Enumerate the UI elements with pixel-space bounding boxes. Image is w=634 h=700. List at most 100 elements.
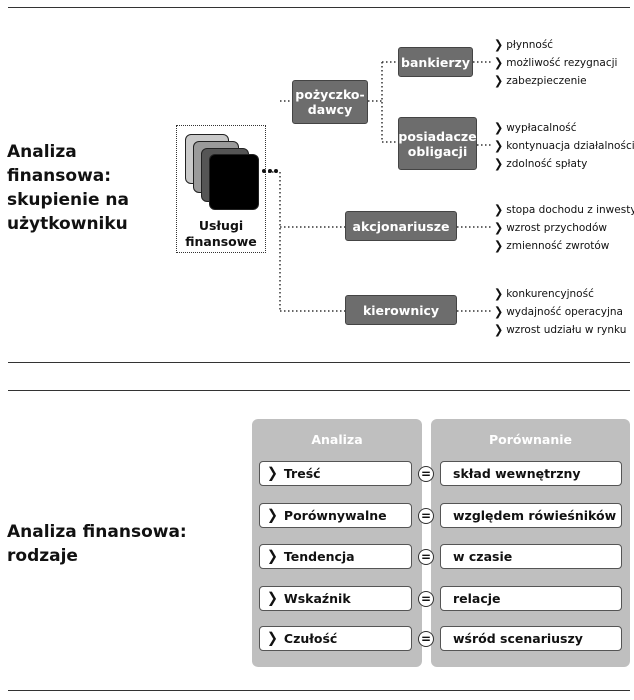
bullet-text: wzrost przychodów	[506, 222, 607, 234]
bullet-item: ❯zdolność spłaty	[494, 155, 634, 173]
node-bankierzy: bankierzy	[398, 47, 473, 77]
bullet-text: wydajność operacyjna	[506, 306, 623, 318]
bullet-text: płynność	[506, 39, 554, 51]
chevron-right-icon: ❯	[267, 507, 278, 524]
section2-title-line: Analiza finansowa:	[7, 522, 187, 542]
comparison-item-label: skład wewnętrzny	[453, 466, 581, 481]
node-label: obligacji	[407, 143, 468, 159]
chevron-right-icon: ❯	[494, 138, 504, 153]
bullets-posiadacze: ❯wypłacalność ❯kontynuacja działalności …	[494, 119, 634, 173]
tree-connectors	[264, 61, 492, 312]
bullet-item: ❯możliwość rezygnacji	[494, 54, 617, 72]
chevron-right-icon: ❯	[494, 238, 504, 253]
chevron-right-icon: ❯	[494, 304, 504, 319]
top-divider	[8, 7, 630, 8]
bullet-item: ❯płynność	[494, 36, 617, 54]
section1-title: Analiza finansowa: skupienie na użytkown…	[7, 140, 129, 236]
bullet-item: ❯wydajność operacyjna	[494, 303, 626, 321]
stack-card-icon	[209, 154, 259, 210]
section1-title-line: Analiza	[7, 142, 77, 162]
analysis-item-wskaznik: ❯ Wskaźnik	[259, 586, 412, 611]
bullet-item: ❯konkurencyjność	[494, 285, 626, 303]
bullet-item: ❯zabezpieczenie	[494, 72, 617, 90]
analysis-item-label: Porównywalne	[283, 508, 387, 523]
equals-icon: =	[418, 466, 434, 482]
comparison-panel	[431, 419, 630, 667]
bullet-item: ❯wzrost przychodów	[494, 219, 634, 237]
comparison-item: wśród scenariuszy	[440, 626, 622, 651]
connector-dot	[268, 169, 272, 173]
node-label: kierownicy	[362, 302, 440, 318]
chevron-right-icon: ❯	[494, 73, 504, 88]
equals-icon: =	[418, 508, 434, 524]
bullet-text: zdolność spłaty	[506, 158, 588, 170]
equals-icon: =	[418, 549, 434, 565]
analysis-item-label: Treść	[283, 466, 321, 481]
financial-services-label: Usługi finansowe	[176, 218, 266, 250]
comparison-item-label: względem rówieśników	[453, 508, 617, 523]
analysis-item-porownywalne: ❯ Porównywalne	[259, 503, 412, 528]
analysis-item-tresc: ❯ Treść	[259, 461, 412, 486]
node-label: dawcy	[307, 102, 353, 117]
bullet-text: zabezpieczenie	[506, 75, 587, 87]
section-divider-2	[8, 390, 630, 391]
bullet-text: wypłacalność	[506, 122, 577, 134]
bullet-text: możliwość rezygnacji	[506, 57, 618, 69]
bullet-item: ❯zmienność zwrotów	[494, 237, 634, 255]
analysis-item-label: Wskaźnik	[283, 591, 351, 606]
chevron-right-icon: ❯	[494, 202, 504, 217]
chevron-right-icon: ❯	[267, 548, 278, 565]
chevron-right-icon: ❯	[494, 322, 504, 337]
node-posiadacze-obligacji: posiadacze obligacji	[398, 117, 477, 170]
chevron-right-icon: ❯	[494, 120, 504, 135]
node-akcjonariusze: akcjonariusze	[345, 211, 457, 241]
center-label-line: Usługi	[198, 218, 244, 233]
comparison-item: względem rówieśników	[440, 503, 622, 528]
bullet-text: stopa dochodu z inwestycji	[506, 204, 634, 216]
chevron-right-icon: ❯	[267, 465, 278, 482]
bullet-text: konkurencyjność	[506, 288, 594, 300]
chevron-right-icon: ❯	[494, 156, 504, 171]
comparison-item-label: w czasie	[453, 549, 513, 564]
node-pozyczkodawcy: pożyczko- dawcy	[292, 80, 368, 124]
chevron-right-icon: ❯	[267, 590, 278, 607]
comparison-item-label: relacje	[453, 591, 501, 606]
bullets-kierownicy: ❯konkurencyjność ❯wydajność operacyjna ❯…	[494, 285, 626, 339]
center-label-line: finansowe	[185, 234, 257, 249]
section2-title-line: rodzaje	[7, 546, 78, 566]
comparison-item: w czasie	[440, 544, 622, 569]
financial-services-box	[176, 125, 266, 253]
bullet-item: ❯wzrost udziału w rynku	[494, 321, 626, 339]
chevron-right-icon: ❯	[494, 286, 504, 301]
node-label: akcjonariusze	[352, 218, 450, 234]
section1-title-line: finansowa:	[7, 166, 112, 186]
analysis-header: Analiza	[311, 432, 363, 447]
comparison-header: Porównanie	[488, 432, 573, 447]
connector-dot	[274, 169, 278, 173]
bullet-text: zmienność zwrotów	[506, 240, 610, 252]
comparison-item-label: wśród scenariuszy	[453, 631, 583, 646]
node-label: pożyczko-	[295, 87, 365, 102]
comparison-item: relacje	[440, 586, 622, 611]
analysis-panel	[252, 419, 422, 667]
bullet-text: wzrost udziału w rynku	[506, 324, 627, 336]
bullet-text: kontynuacja działalności	[506, 140, 634, 152]
comparison-item: skład wewnętrzny	[440, 461, 622, 486]
chevron-right-icon: ❯	[494, 220, 504, 235]
bullets-bankierzy: ❯płynność ❯możliwość rezygnacji ❯zabezpi…	[494, 36, 617, 90]
chevron-right-icon: ❯	[494, 55, 504, 70]
section1-title-line: skupienie na	[7, 190, 130, 210]
bullet-item: ❯wypłacalność	[494, 119, 634, 137]
connector-dot	[262, 169, 266, 173]
equals-icon: =	[418, 591, 434, 607]
chevron-right-icon: ❯	[267, 630, 278, 647]
analysis-item-tendencja: ❯ Tendencja	[259, 544, 412, 569]
chevron-right-icon: ❯	[494, 37, 504, 52]
section1-title-line: użytkowniku	[7, 214, 128, 234]
section-divider-1	[8, 362, 630, 363]
node-kierownicy: kierownicy	[345, 295, 457, 325]
bullet-item: ❯stopa dochodu z inwestycji	[494, 201, 634, 219]
analysis-item-label: Tendencja	[283, 549, 355, 564]
node-label: posiadacze	[398, 128, 477, 144]
bottom-divider	[8, 690, 630, 691]
